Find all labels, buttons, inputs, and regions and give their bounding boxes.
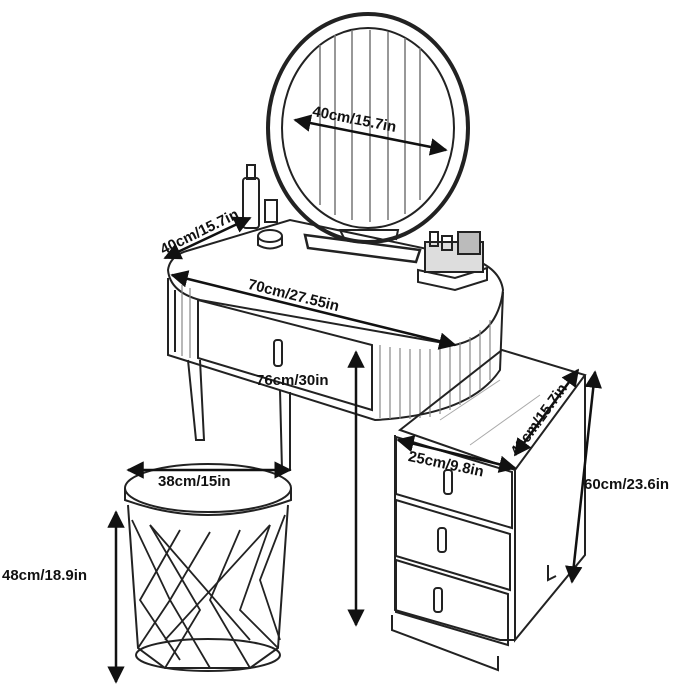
stool-diameter-label: 38cm/15in — [158, 473, 231, 490]
table-height-label: 76cm/30in — [256, 372, 329, 389]
round-mirror — [266, 12, 470, 264]
dimension-arrows — [107, 114, 602, 684]
cabinet-height-label: 60cm/23.6in — [584, 476, 670, 493]
octagonal-stool — [124, 463, 292, 672]
stool-height-label: 48cm/18.9in — [2, 567, 88, 584]
makeup-organizer — [417, 231, 488, 292]
